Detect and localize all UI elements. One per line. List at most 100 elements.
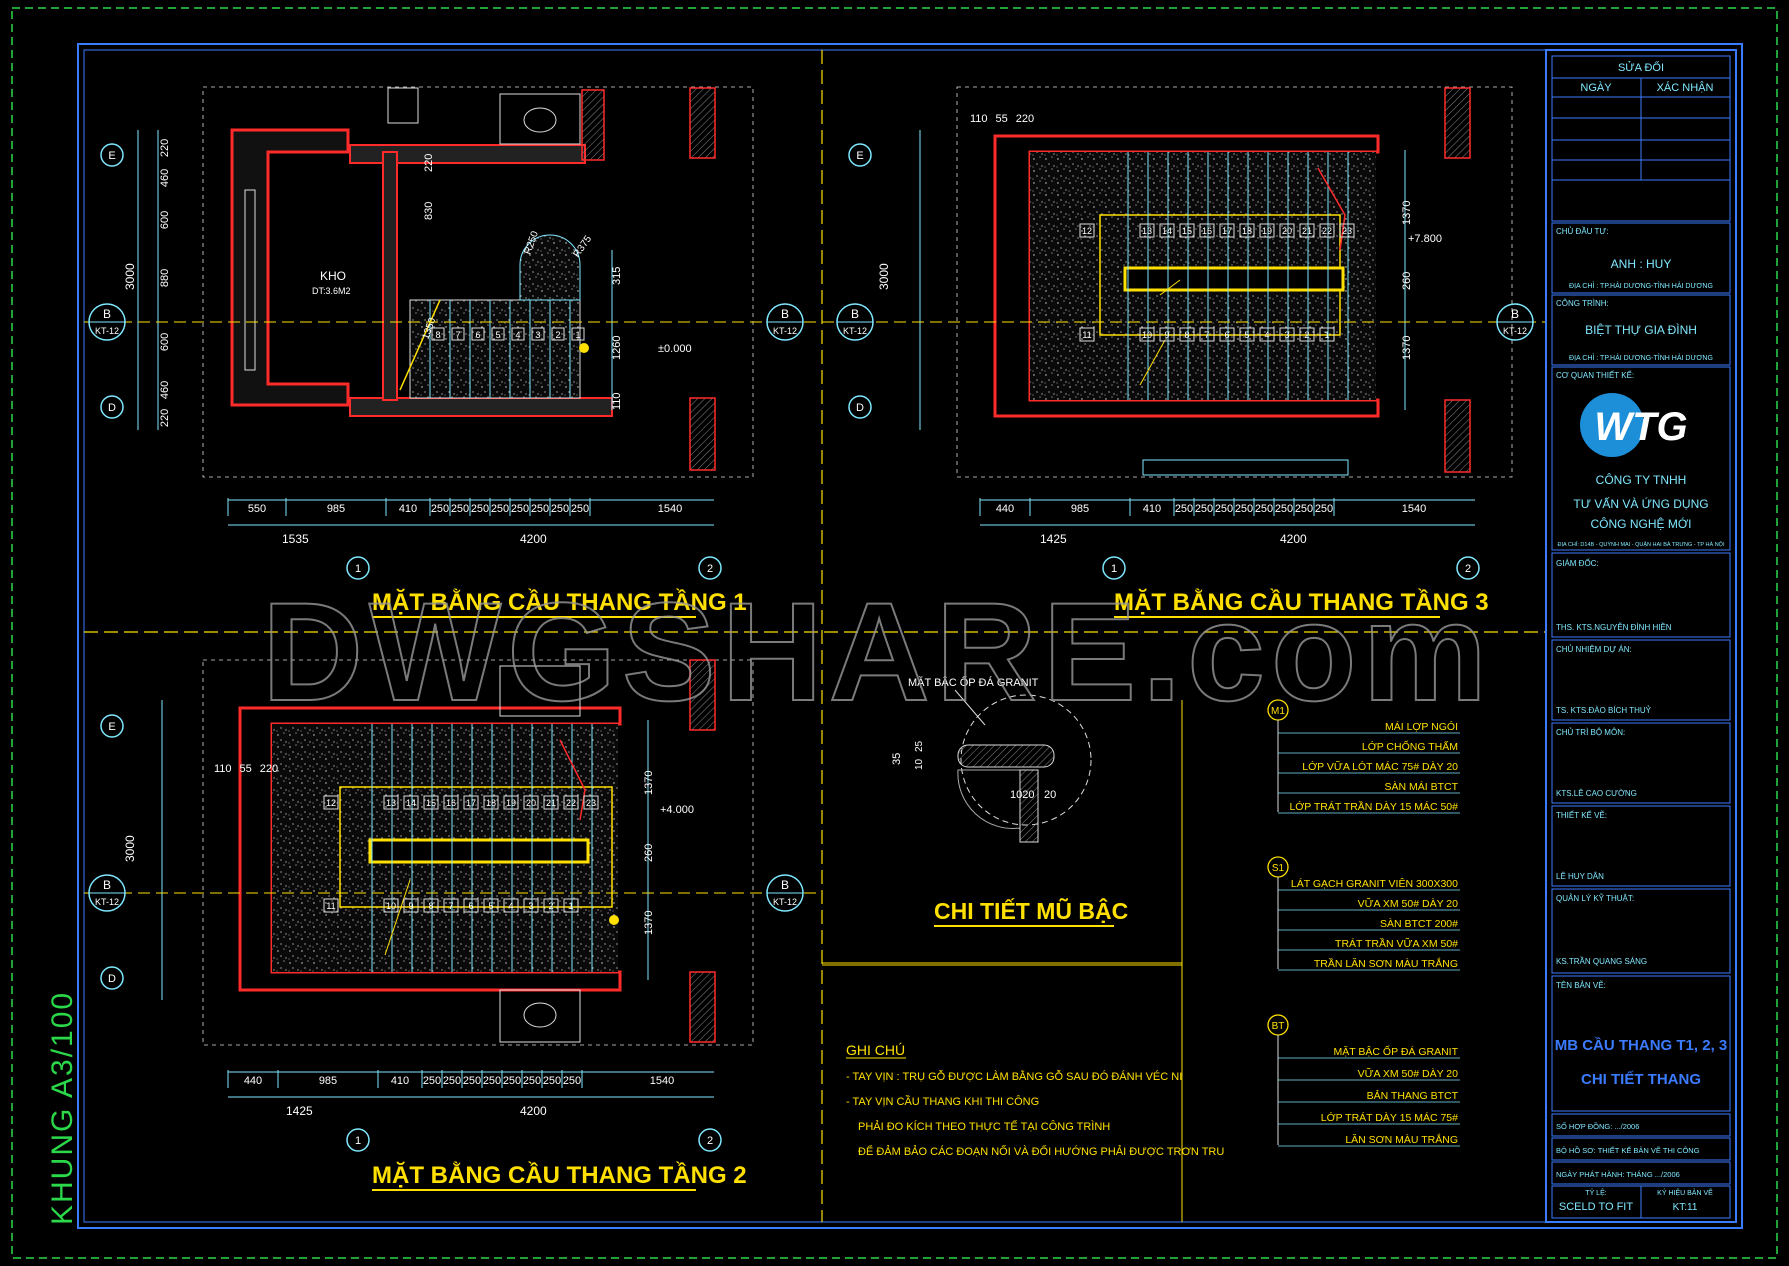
axis-bubble <box>1456 556 1480 580</box>
step-box <box>431 327 445 341</box>
step-number: 22 <box>566 798 576 808</box>
svg-text:SCELD TO FIT: SCELD TO FIT <box>1559 1201 1633 1213</box>
dimension-text: 460 <box>159 169 171 187</box>
step-number: 20 <box>526 798 536 808</box>
step-number: 18 <box>1242 226 1252 236</box>
svg-text:MB CẦU THANG T1, 2, 3: MB CẦU THANG T1, 2, 3 <box>1555 1037 1728 1054</box>
step-box <box>1139 327 1155 342</box>
axis-label: D <box>108 973 116 985</box>
axis-bubble <box>1102 556 1126 580</box>
step-box <box>403 898 419 913</box>
step-number: 6 <box>475 330 480 340</box>
step-box <box>503 898 519 913</box>
step-box <box>1299 223 1315 238</box>
step-number: 6 <box>1224 330 1229 340</box>
svg-text:GHI CHÚ: GHI CHÚ <box>846 1042 905 1058</box>
step-box <box>1179 223 1195 238</box>
step-box <box>1159 327 1175 342</box>
section-ref: KT-12 <box>95 897 119 907</box>
step-number: 2 <box>555 330 560 340</box>
dimension-text: 250 <box>451 503 469 515</box>
dimension-text: 550 <box>248 503 266 515</box>
axis-label: 2 <box>707 1135 713 1147</box>
dimension-text: 250 <box>571 503 589 515</box>
step-number: 19 <box>1262 226 1272 236</box>
notes: GHI CHÚ - TAY VỊN : TRỤ GỖ ĐƯỢC LÀM BẰNG… <box>846 1042 1224 1158</box>
svg-text:35: 35 <box>891 753 903 765</box>
section-label: B <box>103 878 111 892</box>
dimension-text: 250 <box>551 503 569 515</box>
section-label: B <box>781 878 789 892</box>
step-number: 6 <box>468 901 473 911</box>
section-ref: KT-12 <box>773 897 797 907</box>
step-number: 7 <box>455 330 460 340</box>
step-box <box>1159 223 1175 238</box>
axis-label: D <box>108 402 116 414</box>
svg-text:315: 315 <box>611 267 623 285</box>
step-box <box>443 898 459 913</box>
layer-item: LÁT GẠCH GRANIT VIÊN 300X300 <box>1291 877 1458 890</box>
step-number: 10 <box>386 901 396 911</box>
step-number: 12 <box>1082 226 1092 236</box>
step-box <box>403 795 419 810</box>
svg-text:ANH : HUY: ANH : HUY <box>1611 257 1672 271</box>
step-number: 23 <box>586 798 596 808</box>
svg-text:LÊ HUY DÂN: LÊ HUY DÂN <box>1556 872 1604 881</box>
layer-item: BẢN THANG BTCT <box>1367 1089 1459 1102</box>
dimension-text: 985 <box>1071 503 1089 515</box>
step-number: 10 <box>1142 330 1152 340</box>
dimension-text: 250 <box>431 503 449 515</box>
svg-text:1425: 1425 <box>1040 532 1067 546</box>
dimension-text: 250 <box>491 503 509 515</box>
dimension-text: 250 <box>523 1075 541 1087</box>
axis-label: E <box>108 721 115 733</box>
step-box <box>503 795 519 810</box>
svg-text:QUẢN LÝ KỸ THUẬT:: QUẢN LÝ KỸ THUẬT: <box>1556 894 1634 903</box>
axis-label: 1 <box>1111 563 1117 575</box>
svg-text:4200: 4200 <box>520 532 547 546</box>
axis-bubble <box>698 556 722 580</box>
axis-label: 2 <box>1465 563 1471 575</box>
step-box <box>383 898 399 913</box>
step-number: 8 <box>428 901 433 911</box>
step-number: 20 <box>1282 226 1292 236</box>
layer-item: LỚP VỮA LÓT MÁC 75# DÀY 20 <box>1302 760 1458 773</box>
title-block: SỬA ĐỔI NGÀY XÁC NHẬN CHỦ ĐẦU TƯ: ANH : … <box>1545 49 1737 1223</box>
svg-text:BIỆT THỰ GIA ĐÌNH: BIỆT THỰ GIA ĐÌNH <box>1585 322 1697 337</box>
section-ref: KT-12 <box>773 326 797 336</box>
svg-text:110: 110 <box>611 392 623 410</box>
dimension-text: 410 <box>391 1075 409 1087</box>
level-marker: +7.800 <box>1408 233 1442 245</box>
svg-text:1370: 1370 <box>1401 201 1413 225</box>
step-box <box>483 795 499 810</box>
step-box <box>583 795 599 810</box>
step-number: 7 <box>448 901 453 911</box>
dimension-text: 250 <box>423 1075 441 1087</box>
svg-text:CÔNG NGHỆ MỚI: CÔNG NGHỆ MỚI <box>1591 516 1692 531</box>
step-number: 4 <box>515 330 520 340</box>
step-number: 5 <box>495 330 500 340</box>
step-number: 21 <box>546 798 556 808</box>
step-box <box>471 327 485 341</box>
step-box <box>1259 327 1275 342</box>
step-number: 1 <box>575 330 580 340</box>
step-number: 15 <box>426 798 436 808</box>
svg-text:KTS.LÊ CAO CƯỜNG: KTS.LÊ CAO CƯỜNG <box>1556 789 1637 798</box>
dimension-text: 1540 <box>1402 503 1426 515</box>
dimension-text: 600 <box>159 333 171 351</box>
axis-bubble <box>346 1128 370 1152</box>
step-box <box>1139 223 1155 238</box>
dimension-text: 250 <box>1275 503 1293 515</box>
svg-text:- TAY VỊN : TRỤ GỖ ĐƯỢC LÀM B: - TAY VỊN : TRỤ GỖ ĐƯỢC LÀM BẰNG GỖ SAU … <box>846 1070 1182 1083</box>
svg-text:CÔNG TY TNHH: CÔNG TY TNHH <box>1596 472 1687 487</box>
svg-text:NGÀY: NGÀY <box>1580 81 1612 94</box>
layer-item: SÀN MÁI BTCT <box>1384 780 1458 793</box>
svg-text:SỐ HỢP ĐỒNG: .../2006: SỐ HỢP ĐỒNG: .../2006 <box>1556 1121 1639 1131</box>
dimension-text: 1540 <box>650 1075 674 1087</box>
axis-bubble <box>100 966 124 990</box>
dimension-text: 410 <box>1143 503 1161 515</box>
step-number: 17 <box>1222 226 1232 236</box>
dimension-text: 250 <box>1255 503 1273 515</box>
layer-item: TRÁT TRẦN VỮA XM 50# <box>1335 937 1458 950</box>
